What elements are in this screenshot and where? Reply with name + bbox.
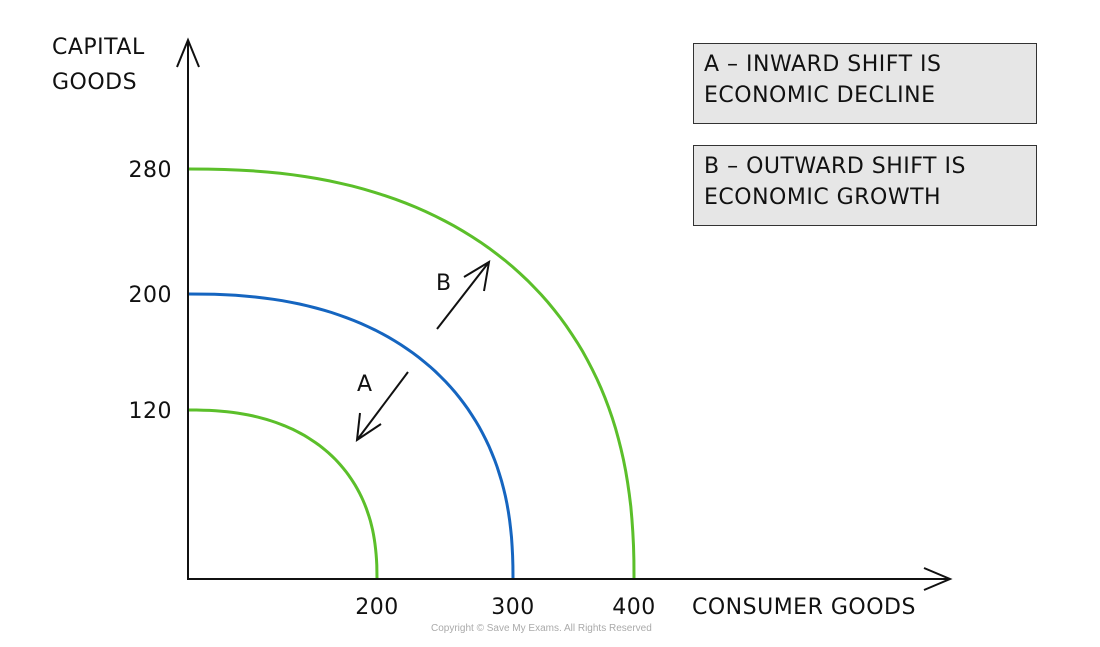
ppc-curve-2 (187, 292, 515, 580)
y-tick-label: 280 (129, 158, 173, 183)
y-tick-label: 200 (129, 283, 173, 308)
ppc-curve-1 (188, 408, 379, 580)
legend-b-line-2: ECONOMIC GROWTH (704, 185, 942, 210)
legend-b-line-1: B – OUTWARD SHIFT IS (704, 154, 966, 179)
arrow-a-label: A (357, 372, 373, 397)
x-axis-label: CONSUMER GOODS (692, 595, 916, 620)
legend-box-b: B – OUTWARD SHIFT IS ECONOMIC GROWTH (693, 145, 1037, 226)
y-axis-label-line-1: CAPITAL (52, 35, 145, 60)
arrow-a-head (355, 412, 382, 443)
x-tick-label: 200 (355, 595, 399, 620)
legend-a-line-2: ECONOMIC DECLINE (704, 83, 936, 108)
x-tick-label: 300 (491, 595, 535, 620)
arrow-b-head (463, 260, 491, 292)
ppc-curve-3 (187, 167, 636, 580)
arrow-a-shaft (356, 371, 409, 441)
y-axis-arrowhead (176, 37, 200, 68)
y-tick-label: 120 (129, 399, 173, 424)
legend-a-line-1: A – INWARD SHIFT IS (704, 52, 942, 77)
arrow-b-shaft (436, 261, 490, 330)
legend-box-a: A – INWARD SHIFT IS ECONOMIC DECLINE (693, 43, 1037, 124)
x-tick-label: 400 (612, 595, 656, 620)
copyright-notice: Copyright © Save My Exams. All Rights Re… (431, 623, 652, 634)
x-axis-arrowhead (923, 567, 953, 591)
arrow-b-label: B (436, 271, 452, 296)
y-axis-label-line-2: GOODS (52, 70, 137, 95)
